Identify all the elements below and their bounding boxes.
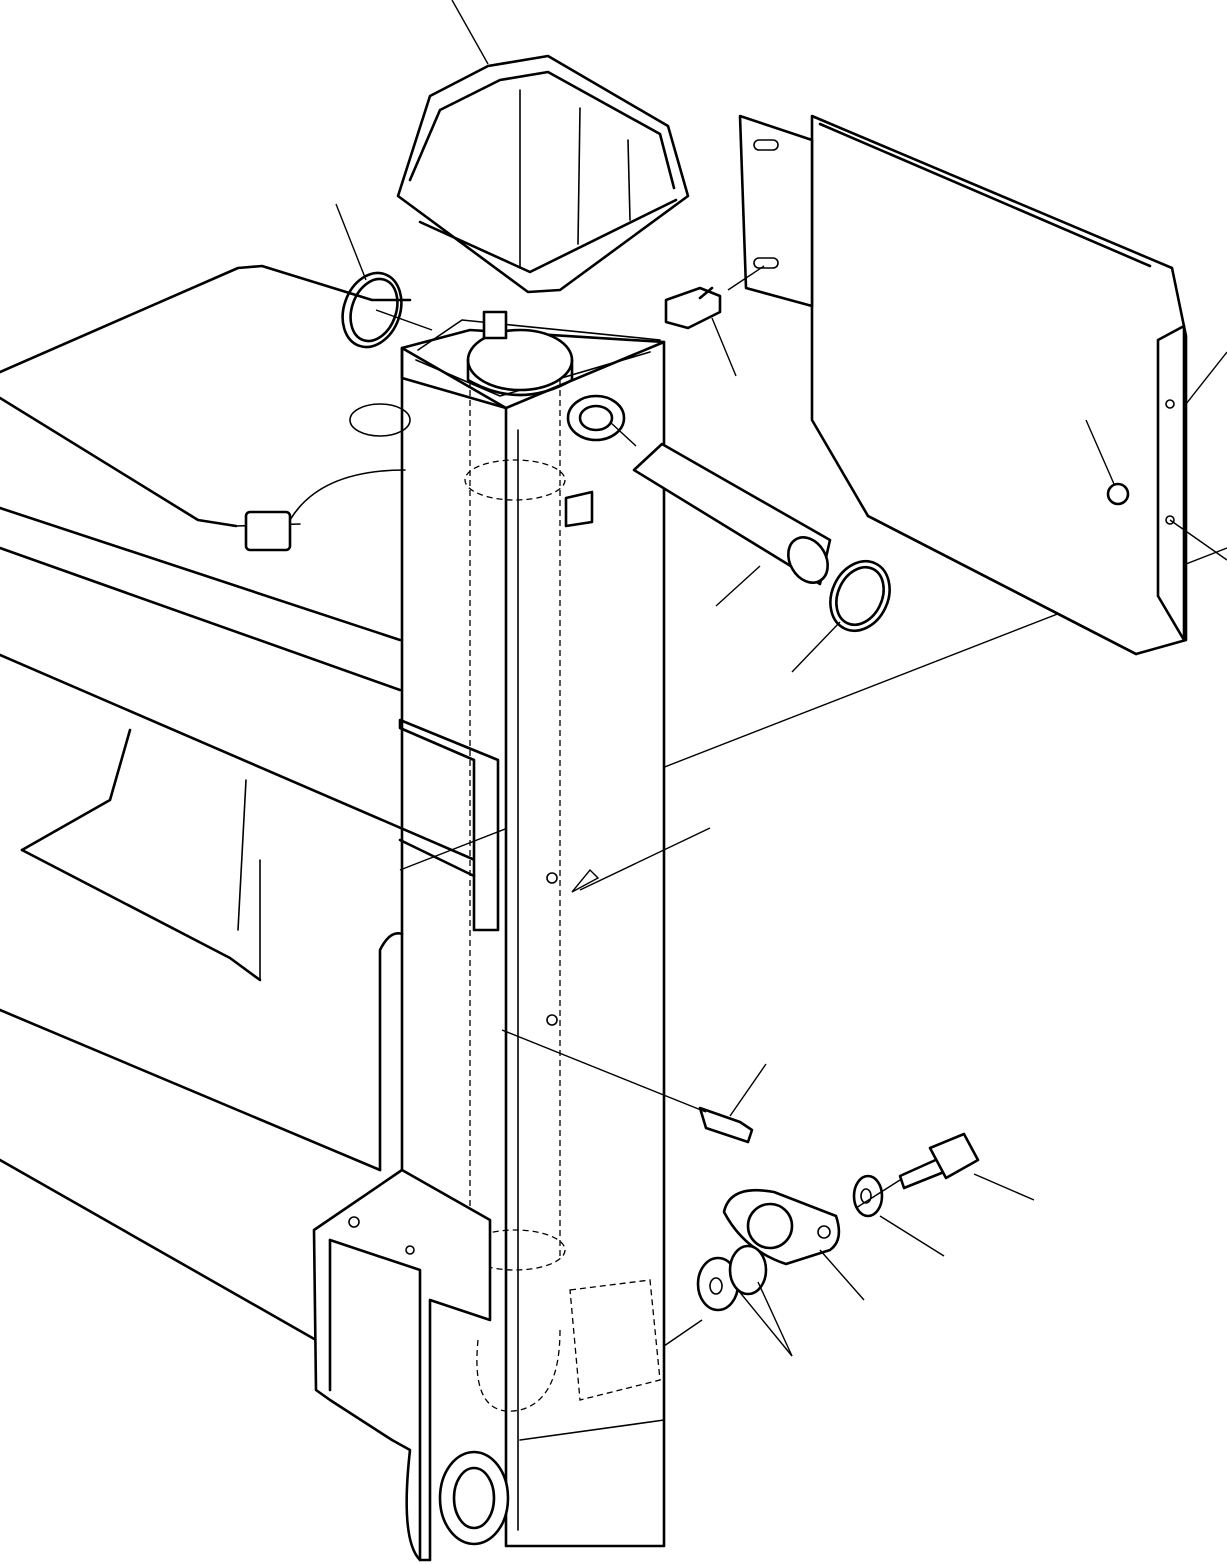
side-plate — [738, 114, 1188, 656]
bolt-upper — [664, 286, 722, 330]
leader-lines — [335, 0, 1227, 1357]
washers-lower — [696, 1244, 768, 1312]
snap-ring-right — [829, 559, 891, 633]
bolt-lower — [698, 1106, 754, 1144]
washer-right — [852, 1174, 884, 1218]
top-cover — [396, 54, 690, 294]
mast-column — [312, 310, 666, 1562]
pin — [632, 442, 832, 586]
snap-ring-left — [341, 271, 403, 349]
wire-clip — [244, 510, 292, 552]
bolt-with-head — [898, 1132, 980, 1190]
